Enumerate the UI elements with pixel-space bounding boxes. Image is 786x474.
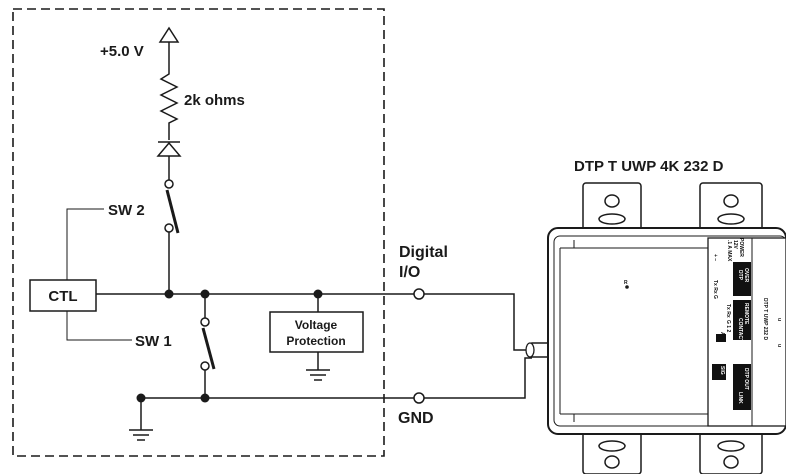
voltage-protection-label-1: Voltage xyxy=(295,318,338,332)
sig-label: SIG xyxy=(719,366,725,375)
ctl-label: CTL xyxy=(48,288,77,305)
sw1-control-line xyxy=(66,311,132,341)
plus-minus-label: + – xyxy=(712,254,718,261)
switch-1 xyxy=(200,294,216,398)
ctl-box xyxy=(29,279,97,312)
digital-io-terminal xyxy=(413,288,425,300)
r-label: R xyxy=(624,280,628,286)
digital-io-wire xyxy=(424,293,532,351)
supply-label: +5.0 V xyxy=(100,43,144,60)
g12-label: G 1 2 xyxy=(725,320,731,332)
sw1-label: SW 1 xyxy=(135,333,172,350)
mounting-screw xyxy=(598,440,626,469)
gnd-wire xyxy=(424,357,532,399)
junction-dot xyxy=(164,289,174,299)
switch-2 xyxy=(164,179,180,294)
link-label: LINK xyxy=(737,392,743,404)
sw2-control-line xyxy=(66,208,104,280)
status-led xyxy=(625,285,629,289)
gnd-label: GND xyxy=(398,410,434,427)
txrxg-label: Tx Rx G xyxy=(712,280,718,299)
sig-block xyxy=(712,364,726,380)
power-spec-1: 12V xyxy=(732,240,738,250)
voltage-protection-label-2: Protection xyxy=(286,334,345,348)
mounting-screw xyxy=(598,194,626,225)
supply-symbol xyxy=(158,26,180,68)
digital-label: Digital xyxy=(399,244,448,261)
resistor-symbol xyxy=(159,68,179,140)
junction-dot xyxy=(200,393,210,403)
contact-switch xyxy=(716,334,726,342)
remote-label: REMOTE xyxy=(743,303,749,325)
mounting-screw xyxy=(717,194,745,225)
side-marker-u1: u xyxy=(776,318,782,321)
ir-label: IR xyxy=(731,320,737,325)
contact-label: CONTACT xyxy=(737,318,743,342)
power-block xyxy=(733,262,751,296)
remote-block xyxy=(733,300,751,340)
gnd-terminal xyxy=(413,392,425,404)
ovr-label: OVER xyxy=(743,268,749,283)
ground-symbol xyxy=(129,398,153,441)
device-title: DTP T UWP 4K 232 D xyxy=(574,158,724,175)
resistor-label: 2k ohms xyxy=(184,92,245,109)
side-label: DTP T UWP 232 D xyxy=(762,298,768,340)
io-label: I/O xyxy=(399,264,420,281)
sw2-label: SW 2 xyxy=(108,202,145,219)
power-label: POWER xyxy=(738,238,744,257)
dtp-out-block xyxy=(733,364,751,410)
txrx-label: Tx Rx xyxy=(725,304,731,318)
dtp-label: DTP xyxy=(737,270,743,281)
ab-label: A B xyxy=(719,332,725,341)
voltage-protection-box xyxy=(269,311,364,353)
dtp-out-label: DTP OUT xyxy=(743,368,749,390)
side-marker-u2: u xyxy=(776,344,782,347)
controller-enclosure xyxy=(12,8,385,457)
rs232-label: RS-232 xyxy=(731,303,737,320)
ground-symbol xyxy=(306,352,330,381)
mounting-screw xyxy=(717,440,745,469)
diode-symbol xyxy=(156,141,182,180)
power-spec-2: .1 A MAX xyxy=(726,240,732,262)
